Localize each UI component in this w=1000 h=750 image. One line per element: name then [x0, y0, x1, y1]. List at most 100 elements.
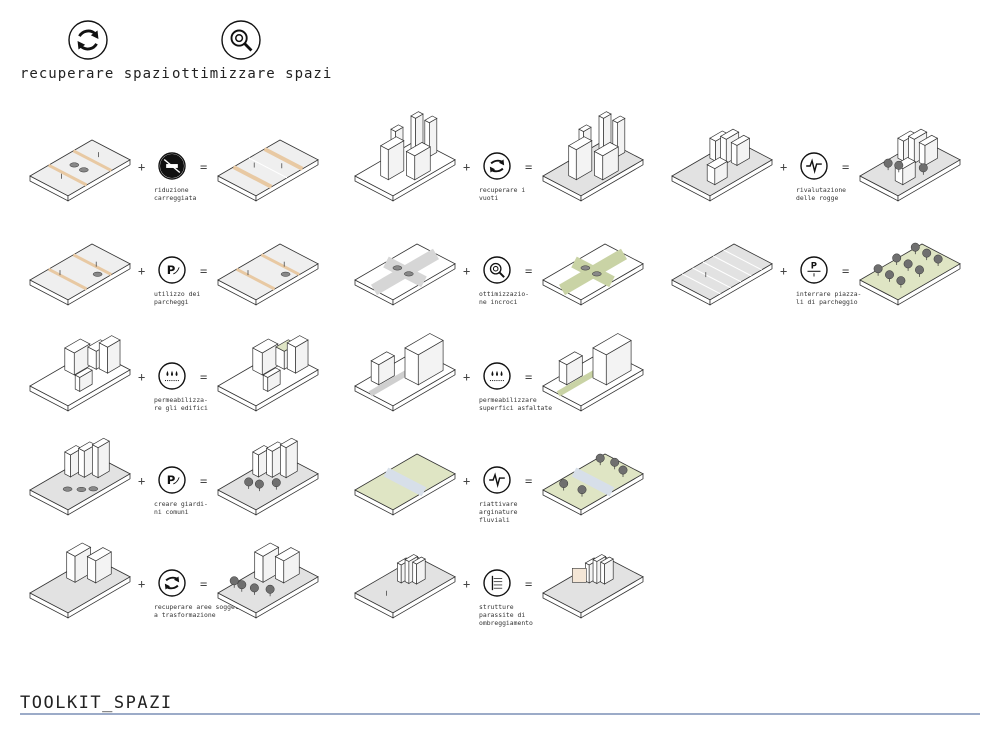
building-roof	[578, 124, 592, 132]
building-face	[404, 558, 410, 585]
road-stripe	[571, 467, 615, 497]
road-stripe	[263, 147, 304, 171]
building-roof	[379, 136, 405, 151]
road-stripe	[72, 253, 113, 276]
equals-sign: =	[842, 160, 849, 174]
tree-canopy	[892, 253, 902, 263]
building-face	[412, 561, 417, 585]
equals-sign: =	[525, 160, 532, 174]
building-roof	[592, 554, 607, 562]
caption-line: recuperare aree soggette	[154, 603, 246, 611]
tree-canopy	[254, 479, 264, 489]
building-roof	[558, 351, 584, 366]
caption-line: parcheggi	[154, 298, 189, 306]
parking-letter: P	[167, 263, 176, 277]
building-roof	[253, 542, 280, 557]
building-roof	[405, 142, 431, 157]
equals-sign: =	[525, 474, 532, 488]
road-stripe	[235, 267, 276, 291]
equals-sign: =	[842, 264, 849, 278]
road-stripe	[723, 249, 762, 271]
raindrop	[171, 370, 173, 376]
caption-line: carreggiata	[154, 194, 196, 202]
tree-canopy	[894, 160, 904, 170]
page-title: TOOLKIT_SPAZI	[20, 693, 173, 713]
legend-label: recuperare spazi	[20, 66, 171, 82]
magnifier-handle	[243, 42, 253, 52]
building-roof	[410, 111, 424, 119]
cycle-arrow	[164, 583, 171, 590]
magnifier-lens	[489, 262, 502, 275]
equals-sign: =	[525, 370, 532, 384]
cycle-icon	[158, 569, 186, 597]
building-face	[380, 145, 389, 181]
car	[392, 265, 403, 271]
caption-line: a trasformazione	[154, 611, 216, 619]
caption-line: recuperare i	[479, 186, 525, 194]
caption-line: rivalutazione	[796, 186, 846, 194]
caption-line: ne incroci	[479, 298, 518, 306]
wave-line	[489, 472, 505, 489]
dot	[492, 379, 494, 382]
building-roof	[907, 128, 928, 140]
caption-line: ottimizzazio-	[479, 290, 529, 298]
caption-line: utilizzo dei	[154, 290, 200, 298]
dot	[167, 379, 169, 382]
slab-top	[217, 243, 319, 301]
plus-sign: +	[138, 474, 145, 488]
building-roof	[65, 542, 92, 557]
caption-line: li di parcheggio	[796, 298, 858, 306]
shade-structure	[571, 568, 587, 583]
car	[79, 167, 89, 173]
raindrop	[500, 370, 503, 376]
dot	[177, 379, 179, 382]
equals-sign: =	[200, 160, 207, 174]
building-roof	[918, 134, 939, 146]
dot	[171, 379, 173, 382]
raindrop	[491, 370, 494, 376]
building-face	[594, 150, 604, 181]
building-face	[568, 145, 577, 181]
raindrop	[496, 370, 498, 376]
building-roof	[279, 437, 298, 449]
parking-letter: P	[811, 261, 817, 271]
tree-canopy	[933, 254, 943, 264]
caption-line: re gli edifici	[154, 404, 208, 412]
building-roof	[706, 157, 728, 170]
road	[370, 248, 440, 296]
slab-top	[29, 139, 131, 197]
building-roof	[404, 333, 444, 356]
dot	[164, 379, 167, 382]
plus-sign: +	[138, 370, 145, 384]
building-roof	[411, 556, 426, 565]
tree-canopy	[577, 485, 587, 495]
tree-canopy	[618, 465, 628, 475]
tree-canopy	[244, 477, 254, 487]
equals-sign: =	[200, 577, 207, 591]
road-stripe	[692, 267, 731, 289]
building-face	[730, 141, 738, 167]
building-face	[254, 551, 264, 583]
plus-sign: +	[463, 577, 470, 591]
building-face	[280, 444, 287, 479]
building-face	[709, 137, 716, 162]
cycle-arrow	[77, 40, 86, 50]
building-face	[78, 447, 85, 478]
building-roof	[262, 367, 281, 378]
slab-top	[354, 556, 456, 614]
slab-top	[29, 243, 131, 301]
wave-line	[806, 158, 822, 175]
cycle-arc	[78, 29, 96, 38]
toolkit-row: +permeabilizza-re gli edifici=	[29, 335, 319, 412]
parking-arrow-icon	[158, 466, 186, 494]
building-face	[252, 451, 259, 478]
building-face	[262, 374, 269, 393]
